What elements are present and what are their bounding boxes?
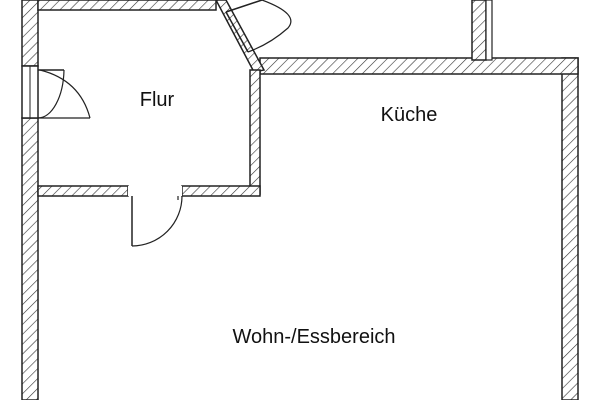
left-wall-upper xyxy=(21,0,39,67)
room-label-kitchen: Küche xyxy=(381,104,438,126)
hallway-bottom-wall-left xyxy=(37,185,129,197)
top-right-wall-left xyxy=(471,0,487,61)
right-wall xyxy=(561,57,579,400)
kitchen-top-wall xyxy=(259,57,579,75)
hallway-bottom-wall-right xyxy=(181,185,261,197)
door-left-window-swing xyxy=(37,69,91,119)
hallway-kitchen-wall xyxy=(249,69,261,195)
top-right-wall-right xyxy=(485,0,493,61)
room-label-living-dining: Wohn-/Essbereich xyxy=(232,326,395,348)
door-entrance xyxy=(225,0,292,53)
hallway-top-wall xyxy=(37,0,217,11)
window-left xyxy=(21,65,39,119)
room-label-hallway: Flur xyxy=(140,89,175,111)
left-wall-lower xyxy=(21,117,39,400)
door-hallway-living xyxy=(128,186,183,247)
